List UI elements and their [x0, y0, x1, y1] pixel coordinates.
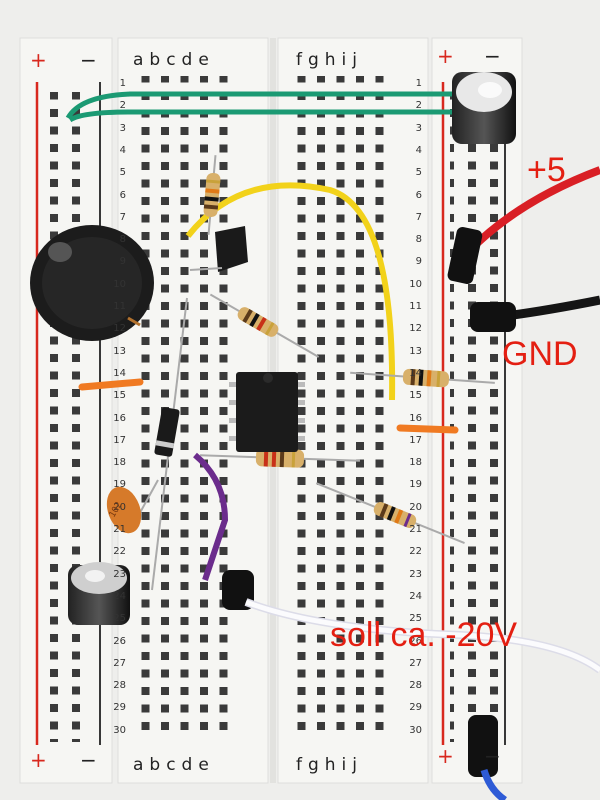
right-row-1: 1 — [415, 78, 422, 89]
annotation-gnd: GND — [502, 335, 578, 373]
right-row-13: 13 — [409, 345, 422, 357]
left-row-25: 25 — [113, 613, 126, 625]
right-row-5: 5 — [415, 167, 422, 179]
right-row-8: 8 — [415, 234, 422, 246]
black-gnd-wire — [470, 295, 600, 332]
right-row-17: 17 — [409, 434, 422, 446]
left-row-16: 16 — [113, 412, 126, 424]
left-row-3: 3 — [119, 122, 126, 134]
right-row-24: 24 — [409, 590, 422, 602]
left-row-12: 12 — [113, 323, 126, 335]
right-row-2: 2 — [415, 100, 422, 112]
right-row-30: 30 — [409, 724, 422, 736]
ceramic-capacitor — [106, 479, 159, 534]
left-row-19: 19 — [113, 479, 126, 491]
right-row-9: 9 — [415, 256, 422, 268]
annotation-soll: soll ca. -20V — [330, 616, 518, 654]
right-row-4: 4 — [415, 144, 422, 156]
right-row-23: 23 — [409, 568, 422, 580]
resistors — [200, 155, 495, 545]
green-wires — [65, 91, 460, 123]
right-row-22: 22 — [409, 546, 422, 558]
left-row-22: 22 — [113, 546, 126, 558]
left-row-23: 23 — [113, 568, 126, 580]
rail-minus-left-top: − — [80, 48, 97, 72]
yellow-wire — [185, 182, 396, 401]
left-row-18: 18 — [113, 457, 126, 469]
diode — [151, 297, 188, 591]
right-row-19: 19 — [409, 479, 422, 491]
right-row-6: 6 — [415, 189, 422, 201]
left-row-15: 15 — [113, 390, 126, 402]
right-row-12: 12 — [409, 323, 422, 335]
left-row-13: 13 — [113, 345, 126, 357]
left-row-8: 8 — [119, 234, 126, 246]
rail-plus-right-top: + — [437, 44, 454, 68]
white-output-wire — [222, 570, 600, 674]
column-letters-right-bottom: fghij — [296, 755, 363, 775]
annotation-plus5: +5 — [527, 151, 566, 189]
breadboard — [19, 37, 523, 784]
right-row-14: 14 — [409, 367, 422, 379]
left-row-6: 6 — [119, 189, 126, 201]
blue-wire — [468, 715, 508, 800]
left-row-7: 7 — [119, 211, 126, 223]
right-row-27: 27 — [409, 657, 422, 669]
left-row-17: 17 — [113, 434, 126, 446]
left-row-27: 27 — [113, 657, 126, 669]
column-letters-right-top: fghij — [296, 50, 363, 70]
right-row-7: 7 — [415, 211, 422, 223]
buzzer — [30, 225, 154, 341]
left-row-24: 24 — [113, 590, 126, 602]
column-letters-left-top: abcde — [133, 50, 215, 70]
left-row-5: 5 — [119, 167, 126, 179]
rail-minus-left-bottom: − — [80, 748, 97, 772]
right-row-18: 18 — [409, 457, 422, 469]
red-power-wire — [447, 166, 600, 284]
left-row-30: 30 — [113, 724, 126, 736]
left-row-10: 10 — [113, 278, 126, 290]
electrolytic-capacitor-top — [452, 72, 516, 144]
left-row-26: 26 — [113, 635, 126, 647]
rail-plus-left-bottom: + — [30, 748, 47, 772]
left-row-14: 14 — [113, 367, 126, 379]
right-row-16: 16 — [409, 412, 422, 424]
right-row-10: 10 — [409, 278, 422, 290]
left-row-2: 2 — [119, 100, 126, 112]
right-row-26: 26 — [409, 635, 422, 647]
left-row-20: 20 — [113, 501, 126, 513]
right-row-15: 15 — [409, 390, 422, 402]
rail-minus-right-bottom: − — [484, 744, 501, 768]
left-row-28: 28 — [113, 680, 126, 692]
transistor — [189, 226, 248, 272]
right-row-21: 21 — [409, 524, 422, 535]
rail-plus-left-top: + — [30, 48, 47, 72]
left-row-1: 1 — [119, 78, 126, 89]
ic-chip — [229, 372, 305, 452]
rail-plus-right-bottom: + — [437, 744, 454, 768]
electrolytic-capacitor-bottom — [68, 562, 130, 625]
rail-minus-right-top: − — [484, 44, 501, 68]
left-row-29: 29 — [113, 702, 126, 714]
right-row-3: 3 — [415, 122, 422, 134]
right-row-11: 11 — [409, 301, 422, 312]
right-row-28: 28 — [409, 680, 422, 692]
left-row-4: 4 — [119, 144, 126, 156]
column-letters-left-bottom: abcde — [133, 755, 215, 775]
left-row-9: 9 — [119, 256, 126, 268]
right-row-29: 29 — [409, 702, 422, 714]
left-row-21: 21 — [113, 524, 126, 535]
left-row-11: 11 — [113, 301, 126, 312]
right-row-20: 20 — [409, 501, 422, 513]
orange-jumpers — [78, 378, 459, 434]
right-row-25: 25 — [409, 613, 422, 625]
purple-wire — [193, 452, 229, 581]
